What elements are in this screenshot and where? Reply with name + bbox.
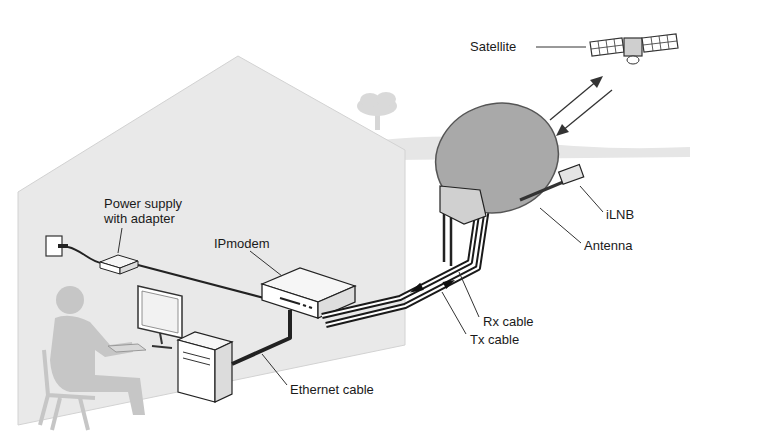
keyboard bbox=[108, 344, 146, 352]
person-head bbox=[56, 286, 84, 314]
solar-panel bbox=[642, 34, 678, 52]
ilnb-unit bbox=[559, 165, 584, 185]
tx-arrowhead bbox=[443, 280, 456, 289]
satellite-dish bbox=[627, 56, 639, 64]
power-cable bbox=[138, 265, 264, 298]
monitor-screen bbox=[142, 291, 178, 333]
leader-line bbox=[118, 228, 122, 253]
modem-lights bbox=[280, 298, 312, 308]
pc-drive bbox=[183, 352, 210, 365]
part-label: Ethernet cable bbox=[290, 382, 374, 397]
tx-cable bbox=[326, 208, 487, 325]
power-cord bbox=[68, 247, 102, 263]
leader-line bbox=[459, 272, 479, 317]
power-supply-front bbox=[100, 262, 120, 274]
antenna-dish bbox=[421, 87, 572, 228]
monitor bbox=[138, 286, 182, 338]
power-supply-side bbox=[120, 261, 138, 274]
lnb-arm bbox=[520, 180, 568, 200]
house-wall bbox=[18, 56, 405, 425]
downlink-arrow bbox=[562, 90, 612, 131]
leader-line bbox=[536, 47, 586, 48]
downlink-arrowhead bbox=[556, 124, 569, 136]
panel-grid bbox=[643, 35, 677, 51]
leader-line bbox=[540, 208, 581, 243]
leader-line bbox=[250, 251, 282, 276]
part-label: iLNB bbox=[606, 207, 634, 222]
person-body bbox=[50, 316, 145, 415]
monitor-stand bbox=[152, 333, 172, 348]
tree-crown bbox=[376, 92, 396, 106]
pc-side bbox=[215, 342, 232, 402]
antenna-bracket bbox=[440, 186, 486, 224]
modem-front bbox=[262, 284, 318, 318]
part-label: Rx cable bbox=[483, 314, 534, 329]
tx-cable-core bbox=[326, 208, 487, 325]
plug bbox=[58, 244, 68, 248]
part-label: Tx cable bbox=[470, 332, 519, 347]
satellite-body bbox=[624, 38, 642, 56]
rx-arrowhead bbox=[410, 283, 424, 293]
pc-front bbox=[178, 340, 215, 402]
part-label: Satellite bbox=[470, 39, 516, 54]
part-label: IPmodem bbox=[214, 236, 270, 251]
part-label: Antenna bbox=[584, 238, 632, 253]
leader-line bbox=[262, 354, 287, 385]
ethernet-cable bbox=[232, 310, 290, 364]
rx-cable-core bbox=[322, 208, 478, 316]
solar-panel bbox=[590, 38, 624, 56]
panel-grid bbox=[591, 39, 623, 55]
leader-line bbox=[580, 186, 603, 212]
part-label: Power supply with adapter bbox=[104, 196, 200, 226]
uplink-arrowhead bbox=[590, 76, 603, 88]
chair bbox=[40, 350, 95, 430]
uplink-arrow bbox=[550, 80, 598, 120]
leader-line bbox=[442, 292, 466, 334]
rx-cable bbox=[322, 208, 478, 316]
